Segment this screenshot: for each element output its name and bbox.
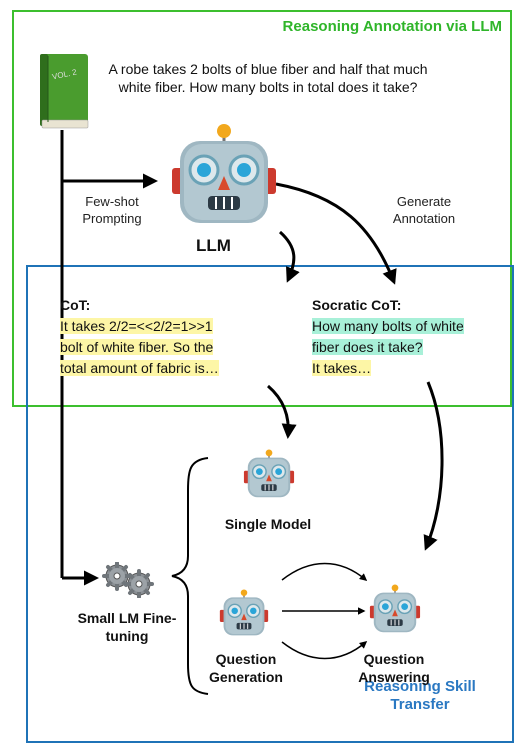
small-lm-label: Small LM Fine-tuning (77, 610, 177, 644)
arrow-llm-to-cot (278, 230, 300, 283)
transfer-title: Reasoning Skill Transfer (364, 678, 476, 713)
transfer-region (26, 265, 514, 743)
robot-icon (242, 449, 296, 508)
annotation-title: Reasoning Annotation via LLM (282, 18, 502, 35)
question-text: A robe takes 2 bolts of blue fiber and h… (108, 61, 428, 95)
arrow-llm-to-socratic (275, 182, 397, 285)
brace (171, 457, 209, 695)
generate-annotation-label: Generate Annotation (392, 194, 456, 226)
arrow-socratic-to-qa (423, 381, 444, 551)
arrow-qg-qa-bottom (281, 641, 368, 660)
arrow-cot-to-single (267, 384, 297, 439)
socratic-heading: Socratic CoT: (312, 297, 402, 313)
socratic-line-2: fiber does it take? (312, 339, 423, 355)
cot-line-3: total amount of fabric is… (60, 360, 219, 376)
cot-text: It takes 2/2=<<2/2=1>>1 bolt of white fi… (60, 316, 276, 379)
cot-heading: CoT: (60, 297, 91, 313)
question-answering-label: Question Answering (358, 651, 430, 685)
question-generation-label: Question Generation (209, 651, 283, 685)
socratic-line-3: It takes… (312, 360, 372, 376)
robot-icon (218, 589, 270, 646)
book-icon: VOL. 2 (36, 52, 92, 135)
annotation-region (12, 10, 512, 407)
socratic-line-1: How many bolts of white (312, 318, 464, 334)
arrow-qg-qa-top (281, 562, 368, 581)
robot-icon (368, 584, 422, 643)
cot-line-2: bolt of white fiber. So the (60, 339, 214, 355)
cot-line-1: It takes 2/2=<<2/2=1>>1 (60, 318, 213, 334)
llm-label: LLM (196, 236, 231, 255)
gears-icon (100, 561, 156, 603)
few-shot-label: Few-shot Prompting (82, 194, 142, 226)
socratic-text: How many bolts of white fiber does it ta… (312, 316, 508, 379)
robot-icon (168, 124, 280, 239)
single-model-label: Single Model (224, 516, 312, 532)
